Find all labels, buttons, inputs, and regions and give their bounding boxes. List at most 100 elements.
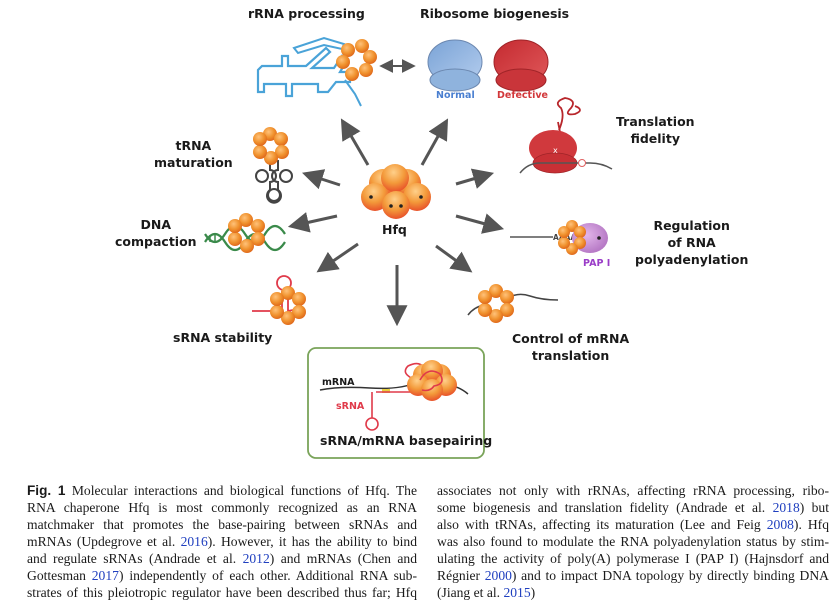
srna-hfq-icon	[252, 275, 306, 325]
caption-line: associates not only with rRNAs, affectin…	[437, 482, 829, 499]
caption-line: was also found to modulate the RNA polya…	[437, 533, 829, 550]
label-line: DNA	[140, 217, 172, 232]
caption-text: RNA chaperone Hfq is most commonly recog…	[27, 500, 417, 515]
label-line: tRNA	[175, 138, 212, 153]
svg-text:x: x	[553, 146, 558, 155]
caption-text: associates not only with rRNAs, affectin…	[437, 483, 829, 498]
label-trna-maturation: tRNA maturation	[154, 137, 233, 171]
caption-text: ) but	[799, 500, 830, 515]
citation-link[interactable]: 2016	[180, 534, 208, 549]
caption-line: matchmaker that promotes the base-pairin…	[27, 516, 417, 533]
label-srna: sRNA	[336, 401, 365, 412]
caption-text: ). Hfq	[793, 517, 829, 532]
label-defective: Defective	[497, 90, 548, 101]
caption-text: ) independently of each other. Additiona…	[118, 568, 417, 583]
label-srna-stability: sRNA stability	[173, 330, 273, 345]
arrow-to-rrna	[340, 118, 370, 166]
caption-text: also with tRNAs, affecting its maturatio…	[437, 517, 767, 532]
caption-text: mRNAs (Updegrove et al.	[27, 534, 181, 549]
caption-left-column: Fig. 1 Molecular interactions and biolog…	[27, 482, 417, 601]
caption-text: Régnier	[437, 568, 485, 583]
label-ribosome-biogenesis: Ribosome biogenesis	[420, 6, 570, 21]
citation-link[interactable]: 2012	[242, 551, 270, 566]
label-line: fidelity	[630, 131, 680, 146]
label-line: Regulation	[653, 218, 730, 233]
caption-line: RNA chaperone Hfq is most commonly recog…	[27, 499, 417, 516]
trna-icon	[253, 127, 293, 204]
label-mrna-translation: Control of mRNA translation	[512, 330, 629, 364]
arrow-to-ribosome	[420, 118, 449, 166]
label-normal: Normal	[436, 90, 475, 101]
arrows	[287, 59, 505, 327]
hfq-ring-icon	[228, 213, 265, 253]
caption-text: was also found to modulate the RNA polya…	[437, 534, 829, 549]
hfq-ring-icon	[558, 220, 586, 255]
caption-text: ) and to impact DNA topology by directly…	[511, 568, 829, 583]
hfq-ring-icon	[270, 286, 306, 325]
caption-text: strates of this pleiotropic regulator ha…	[27, 585, 417, 600]
arrow-to-trna	[302, 169, 341, 190]
caption-line: and regulate sRNAs (Andrade et al. 2012)…	[27, 550, 417, 567]
label-rrna-processing: rRNA processing	[248, 6, 365, 21]
label-pap-i: PAP I	[583, 258, 611, 269]
label-line: Translation	[616, 114, 695, 129]
label-line: Control of mRNA	[512, 331, 630, 346]
arrow-to-srna-stability	[316, 242, 359, 273]
caption-text: ). However, it has the ability to bind	[207, 534, 417, 549]
hfq-ring-icon	[253, 127, 289, 165]
caption-text: matchmaker that promotes the base-pairin…	[27, 517, 417, 532]
polyadenylation-icon: AAAAA	[510, 220, 608, 255]
caption-text: (Jiang et al.	[437, 585, 504, 600]
translating-ribosome-icon: x	[519, 97, 613, 174]
caption-right-column: associates not only with rRNAs, affectin…	[437, 482, 829, 601]
label-line: maturation	[154, 155, 233, 170]
arrow-to-translation-fidelity	[455, 168, 495, 189]
citation-link[interactable]: 2008	[766, 517, 794, 532]
ribosome-defective-icon	[493, 39, 549, 92]
caption-line: Régnier 2000) and to impact DNA topology…	[437, 567, 829, 584]
label-line: translation	[531, 348, 610, 363]
arrow-to-mrna-translation	[435, 244, 473, 273]
hfq-ring-icon	[336, 39, 377, 81]
caption-text: some biogenesis and translation fidelity…	[437, 500, 773, 515]
caption-line: Gottesman 2017) independently of each ot…	[27, 567, 417, 584]
label-mrna: mRNA	[322, 377, 355, 388]
caption-text: Molecular interactions and biological fu…	[65, 483, 418, 498]
label-translation-fidelity: Translation fidelity	[616, 113, 695, 147]
caption-line: mRNAs (Updegrove et al. 2016). However, …	[27, 533, 417, 550]
caption-text: Gottesman	[27, 568, 92, 583]
diagram-canvas: x	[204, 36, 613, 459]
rrna-structure-icon	[256, 36, 377, 107]
citation-link[interactable]: 2015	[503, 585, 531, 600]
label-line: compaction	[115, 234, 197, 249]
caption-line: also with tRNAs, affecting its maturatio…	[437, 516, 829, 533]
caption-text: )	[530, 585, 536, 600]
hfq-function-diagram: x	[115, 6, 748, 459]
citation-link[interactable]: 2017	[91, 568, 119, 583]
hfq-ring-icon	[478, 284, 514, 323]
figure-number: Fig. 1	[27, 483, 66, 498]
ribosome-normal-icon	[427, 39, 483, 92]
citation-link[interactable]: 2000	[484, 568, 512, 583]
label-line: polyadenylation	[635, 252, 749, 267]
polya-tail-label: AAAAA	[553, 233, 582, 242]
label-polyadenylation: Regulation of RNA polyadenylation	[635, 217, 748, 268]
caption-text: and regulate sRNAs (Andrade et al.	[27, 551, 243, 566]
caption-line: strates of this pleiotropic regulator ha…	[27, 584, 417, 601]
arrow-to-dna	[287, 212, 338, 233]
arrow-to-polyadenylation	[455, 213, 505, 234]
caption-line: some biogenesis and translation fidelity…	[437, 499, 829, 516]
label-dna-compaction: DNA compaction	[115, 216, 197, 250]
mrna-hfq-icon	[467, 284, 559, 323]
label-hfq: Hfq	[382, 222, 407, 237]
label-basepairing: sRNA/mRNA basepairing	[320, 433, 493, 448]
label-line: of RNA	[667, 235, 716, 250]
caption-line: Fig. 1 Molecular interactions and biolog…	[27, 482, 417, 499]
dna-helix-icon	[204, 213, 286, 253]
caption-text: ulating the activity of poly(A) polymera…	[437, 551, 829, 566]
caption-text: ) and mRNAs (Chen and	[269, 551, 417, 566]
basepairing-box	[307, 347, 485, 459]
hfq-hexamer-icon	[361, 164, 431, 219]
caption-line: ulating the activity of poly(A) polymera…	[437, 550, 829, 567]
citation-link[interactable]: 2018	[772, 500, 800, 515]
